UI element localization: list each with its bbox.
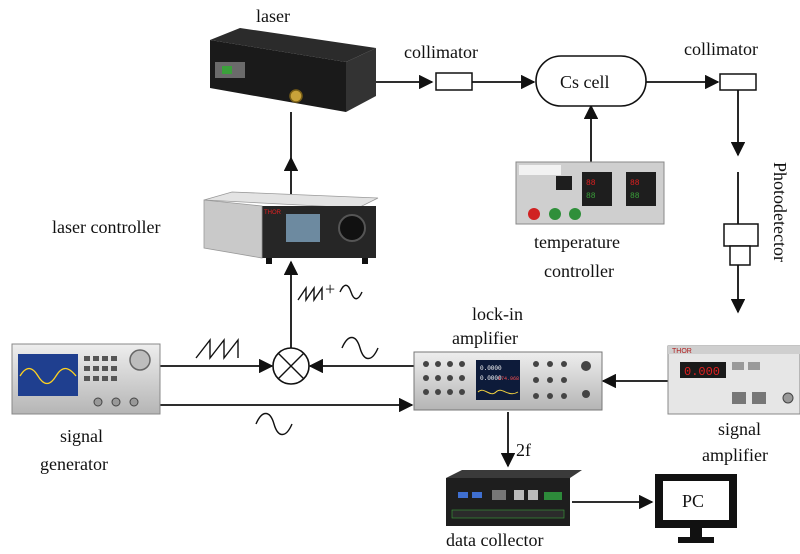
temp-display-1-red: 88 (586, 179, 596, 188)
photodetector-base (729, 245, 751, 266)
temp-display-2-red: 88 (630, 179, 640, 188)
generator-screen-wave (19, 367, 77, 385)
pc-monitor-screen (663, 481, 729, 520)
second-harmonic-label: 2f (516, 440, 531, 460)
signal-generator-device (11, 343, 161, 415)
pc-monitor: PC (655, 474, 737, 543)
temp-display-1 (582, 172, 612, 206)
lockin-screen-trace (477, 389, 519, 395)
generator-bnc-2 (111, 397, 121, 407)
laser-ctrl-side (203, 199, 263, 259)
laser-device: laser (210, 6, 376, 112)
temp-green-knob-1 (549, 208, 561, 220)
lockin-label-line1: lock-in (472, 304, 523, 324)
photodetector-label: Photodetector (770, 162, 790, 262)
generator-knob (129, 349, 151, 371)
generator-screen (18, 354, 78, 396)
laser-ctrl-brand: THOR (264, 210, 282, 216)
signal-generator-label-line1: signal (60, 426, 103, 446)
laser-body-side (346, 48, 376, 112)
pc-monitor-neck (690, 528, 702, 538)
amplifier-brand: THOR (672, 348, 692, 355)
laser-ctrl-foot-right (362, 258, 368, 264)
laser-ctrl-foot-left (266, 258, 272, 264)
collimator-left-label: collimator (404, 42, 478, 62)
cs-cell (535, 55, 647, 107)
temperature-controller-device: 88 88 88 88 (515, 161, 665, 225)
temp-controller-label-strip (519, 165, 561, 175)
temp-display-2 (626, 172, 656, 206)
collector-ethernet-2 (528, 490, 538, 500)
collimator-right (719, 73, 757, 91)
collector-usb-2 (472, 492, 482, 498)
lockin-display-line1: 0.0000 (480, 365, 502, 372)
laser-body-front (210, 40, 346, 112)
mixer-cross-b (277, 352, 305, 380)
temp-display-2-green: 88 (630, 192, 640, 201)
signal-amplifier-label-line2: amplifier (702, 445, 768, 465)
mod-signal-plus: + (325, 279, 335, 299)
sine-symbol-reference (255, 412, 293, 436)
lockin-knobs-right (533, 361, 591, 399)
lockin-amplifier-device: 0.0000 0.0000 174.968 (413, 351, 603, 411)
laser-aperture (289, 89, 303, 103)
collector-serial-port (492, 490, 506, 500)
data-collector-label: data collector (446, 530, 543, 550)
collector-ethernet-1 (514, 490, 524, 500)
lockin-knobs-left (423, 361, 465, 395)
signal-generator-label-line2: generator (40, 454, 108, 474)
pc-label: PC (682, 491, 704, 511)
amplifier-button-1 (732, 362, 744, 370)
amplifier-button-3 (732, 392, 746, 404)
generator-keypad (84, 356, 117, 381)
lockin-display-line2: 0.0000 (480, 375, 502, 382)
photodetector-body (723, 223, 759, 247)
laser-ctrl-top (203, 191, 379, 209)
laser-ctrl-screen (286, 214, 320, 242)
temp-red-knob (528, 208, 540, 220)
amplifier-bnc (782, 392, 794, 404)
laser-label: laser (256, 6, 290, 26)
laser-green-connector (222, 66, 232, 74)
sawtooth-small-symbol (297, 285, 323, 303)
photodetector (723, 223, 759, 266)
collimator-right-label: collimator (684, 39, 758, 59)
connections (128, 74, 746, 510)
lockin-label-line2: amplifier (452, 328, 518, 348)
temp-green-knob-2 (569, 208, 581, 220)
temp-display-1-green: 88 (586, 192, 596, 201)
mixer (272, 347, 310, 385)
signal-amplifier-device: THOR 0.000 (667, 345, 800, 415)
collector-io-strip (451, 509, 565, 519)
collector-top (446, 470, 582, 478)
lockin-display-value: 174.968 (498, 376, 519, 382)
amplifier-display-value: 0.000 (684, 365, 720, 379)
data-collector-device (446, 470, 582, 526)
collector-terminal-block (544, 492, 562, 500)
laser-body-top (210, 28, 376, 62)
pc-monitor-base (678, 537, 714, 543)
amplifier-top-strip (668, 346, 800, 354)
sawtooth-symbol (195, 337, 239, 361)
collector-usb-1 (458, 492, 468, 498)
generator-bnc-3 (129, 397, 139, 407)
sine-symbol-lockin (341, 336, 379, 360)
waveforms (195, 284, 379, 436)
laser-ctrl-knob (338, 214, 366, 242)
cs-cell-label: Cs cell (560, 72, 610, 92)
amplifier-button-4 (752, 392, 766, 404)
laser-controller-device: THOR (203, 191, 379, 264)
amplifier-display (680, 362, 726, 378)
collector-front (446, 478, 570, 526)
temperature-controller-label-line2: controller (544, 261, 614, 281)
sine-small-symbol (339, 284, 363, 300)
amplifier-button-2 (748, 362, 760, 370)
generator-bnc-1 (93, 397, 103, 407)
signal-amplifier-label-line1: signal (718, 419, 761, 439)
temperature-controller-label-line1: temperature (534, 232, 620, 252)
collimator-left (435, 72, 473, 91)
temp-power-indicator (556, 176, 572, 190)
laser-controller-label: laser controller (52, 217, 160, 237)
